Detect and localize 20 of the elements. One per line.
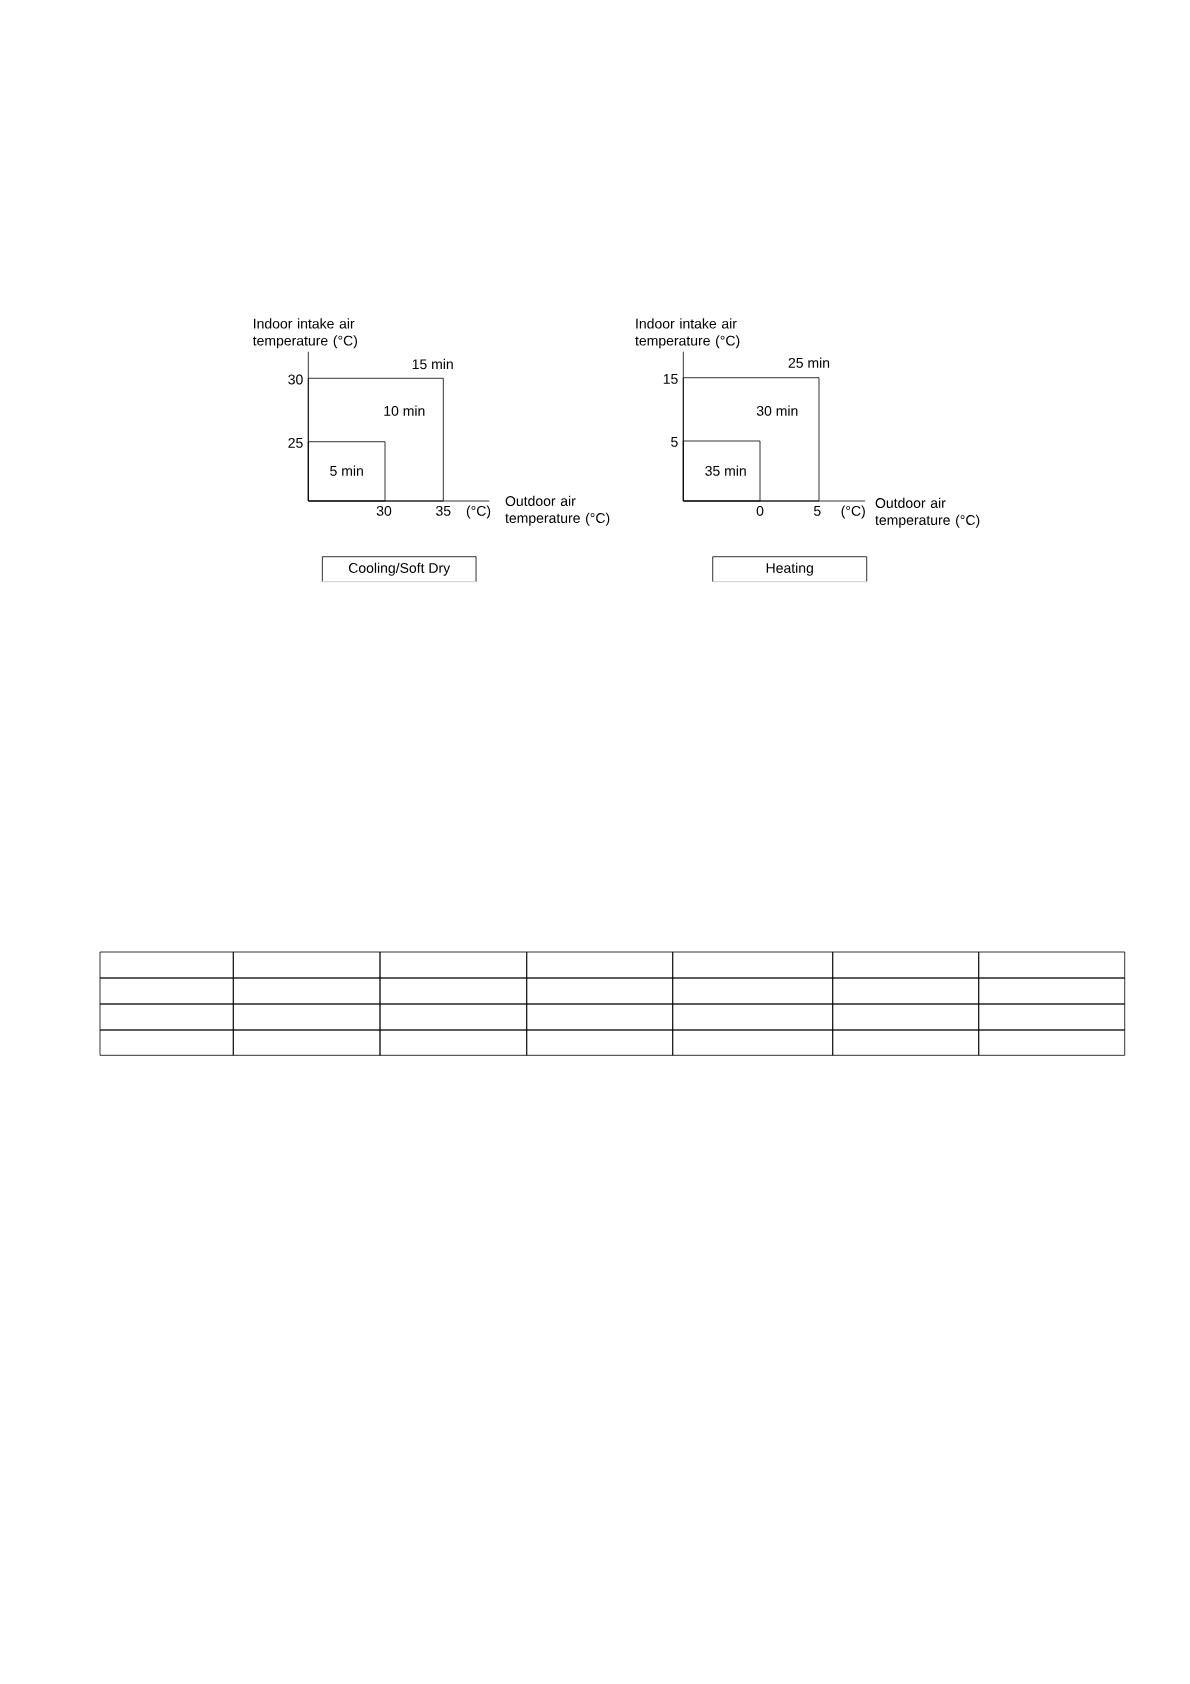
unit-label: (°C) <box>466 505 491 519</box>
tick-label: 5 <box>671 437 678 447</box>
unit-label: (°C) <box>841 505 865 519</box>
axis-title: Outdoor air temperature (°C) <box>875 497 980 528</box>
tick-label: 30 <box>376 505 392 516</box>
zone-label: 15 min <box>412 358 453 370</box>
tick-label: 0 <box>756 505 764 516</box>
mode-box: Heating <box>712 556 868 583</box>
zone-label: 25 min <box>788 357 830 368</box>
axis-title: Outdoor air temperature (°C) <box>505 495 610 526</box>
tick-label: 15 <box>663 374 678 384</box>
zone-box: 5 min <box>307 441 386 502</box>
tick-label: 25 <box>288 437 303 448</box>
mode-box: Cooling/Soft Dry <box>321 556 477 583</box>
tick-label: 30 <box>288 374 303 385</box>
tick-label: 5 <box>814 506 821 516</box>
axis-title: Indoor intake air temperature (°C) <box>635 318 740 349</box>
axis-title: Indoor intake air temperature (°C) <box>252 318 357 349</box>
zone-box: 35 min <box>682 440 761 502</box>
tick-label: 35 <box>436 505 451 516</box>
